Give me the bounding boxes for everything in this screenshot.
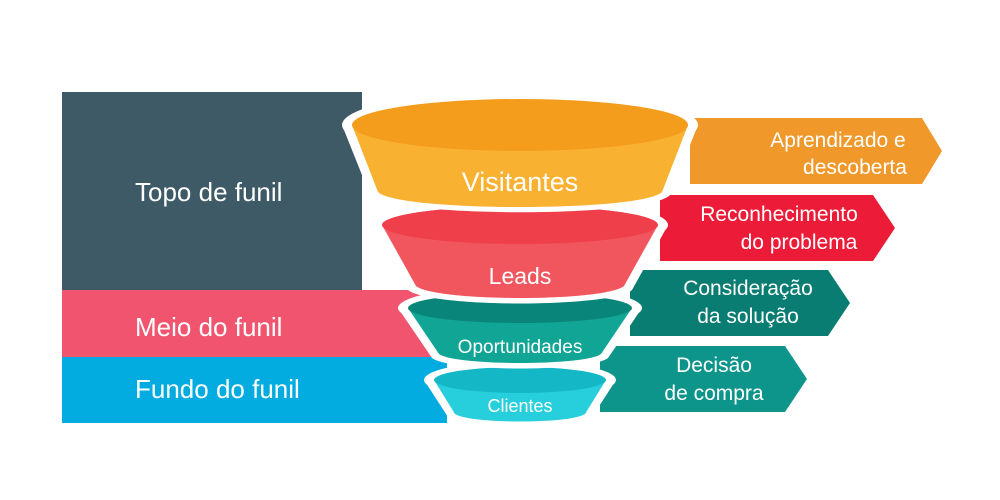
stage-bands: Topo de funil Meio do funil Fundo do fun… [62, 92, 447, 423]
funnel-label-oportunidades: Oportunidades [458, 337, 583, 358]
step-arrows: Aprendizado e descoberta Reconhecimento … [600, 118, 942, 412]
step-arrow-consideration [630, 270, 850, 336]
step-label-recognition-line2: do problema [741, 231, 858, 254]
step-label-learning-line2: descoberta [803, 156, 907, 179]
step-arrow-recognition [660, 195, 895, 261]
stage-label-bottom: Fundo do funil [135, 374, 300, 404]
funnel-tier-clientes: Clientes [424, 361, 616, 426]
step-label-decision-line1: Decisão [676, 354, 752, 377]
step-label-decision-line2: de compra [664, 382, 764, 405]
funnel-label-clientes: Clientes [487, 396, 552, 416]
stage-band-middle [62, 290, 432, 357]
step-arrow-decision [600, 346, 807, 412]
step-label-recognition-line1: Reconhecimento [700, 203, 858, 226]
step-arrow-learning [690, 118, 942, 184]
funnel-tier-clientes-top [434, 367, 606, 393]
funnel-tier-visitantes-top [352, 99, 688, 151]
step-label-consideration-line1: Consideração [683, 277, 813, 300]
step-label-learning-line1: Aprendizado e [770, 129, 905, 152]
funnel-tier-leads: Leads [372, 199, 668, 304]
stage-band-bottom [62, 357, 447, 423]
funnel-label-leads: Leads [489, 263, 552, 289]
funnel-tier-leads-top [382, 206, 658, 244]
funnel-tier-visitantes: Visitantes [342, 91, 698, 213]
stage-label-middle: Meio do funil [135, 312, 282, 342]
funnel: Clientes Oportunidades Leads Visitantes [342, 91, 698, 426]
funnel-tier-oportunidades-body [408, 308, 632, 363]
step-label-consideration-line2: da solução [697, 305, 799, 328]
funnel-label-visitantes: Visitantes [462, 167, 579, 197]
stage-band-top [62, 92, 362, 290]
stage-label-top: Topo de funil [135, 177, 282, 207]
funnel-tier-leads-body [382, 225, 658, 298]
